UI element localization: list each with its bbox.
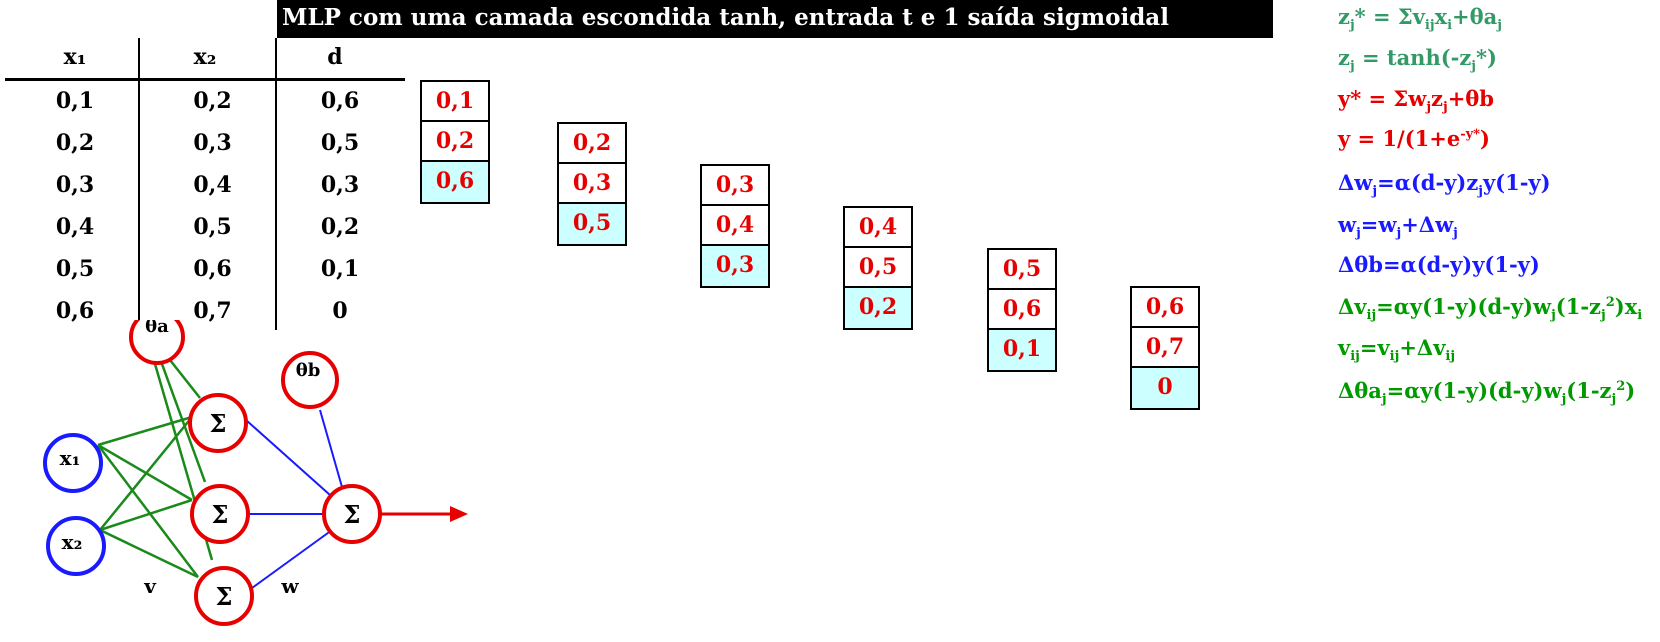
input-label-x1: x₁ — [60, 446, 81, 470]
hidden-neuron-1: Σ — [188, 393, 248, 453]
table-cell: 0,3 — [55, 172, 95, 198]
formula-delta-theta-a: Δθaj=αy(1-y)(d-y)wj(1-zj2) — [1338, 378, 1636, 408]
table-cell: 0,6 — [55, 298, 95, 324]
sliding-window-3: 0,3 0,4 0,3 — [700, 164, 770, 288]
table-col-divider-1 — [138, 38, 140, 330]
v-weights-label: v — [143, 574, 157, 598]
table-cell: 0,6 — [320, 88, 360, 114]
bias-label-theta-b: θb — [296, 360, 321, 381]
window-input-cell: 0,6 — [1132, 288, 1198, 328]
table-row: 0,1 0,2 0,6 — [5, 80, 405, 122]
w-edges — [245, 409, 343, 589]
formula-y: y = 1/(1+e-y*) — [1338, 126, 1490, 151]
table-cell: 0,5 — [320, 130, 360, 156]
table-row: 0,3 0,4 0,3 — [5, 164, 405, 206]
table-row: 0,2 0,3 0,5 — [5, 122, 405, 164]
window-target-cell: 0,5 — [559, 204, 625, 244]
table-cell: 0,6 — [193, 256, 232, 282]
table-cell: 0,1 — [320, 256, 360, 282]
input-neuron-x2: x₂ — [46, 516, 106, 576]
window-input-cell: 0,7 — [1132, 328, 1198, 368]
sliding-window-1: 0,1 0,2 0,6 — [420, 80, 490, 204]
table-cell: 0,1 — [55, 88, 95, 114]
table-row: 0,5 0,6 0,1 — [5, 248, 405, 290]
hidden-neuron-3: Σ — [194, 566, 254, 626]
table-col-divider-2 — [275, 38, 277, 330]
table-cell: 0,2 — [55, 130, 95, 156]
output-arrow-head — [450, 506, 468, 522]
hidden-neuron-2: Σ — [190, 484, 250, 544]
table-cell: 0,3 — [320, 172, 360, 198]
hidden-sum-symbol: Σ — [216, 582, 233, 611]
window-target-cell: 0,1 — [989, 330, 1055, 370]
sliding-window-2: 0,2 0,3 0,5 — [557, 122, 627, 246]
table-cell: 0,2 — [193, 88, 232, 114]
formula-delta-theta-b: Δθb=α(d-y)y(1-y) — [1338, 252, 1540, 277]
bias-neuron-theta-b: θb — [281, 351, 339, 409]
table-header-x1: x₁ — [63, 44, 87, 70]
table-cell: 0,4 — [55, 214, 95, 240]
table-header-divider — [5, 78, 405, 81]
output-neuron: Σ — [322, 484, 382, 544]
window-input-cell: 0,2 — [422, 122, 488, 162]
window-input-cell: 0,5 — [845, 248, 911, 288]
table-cell: 0,3 — [193, 130, 232, 156]
table-cell: 0 — [332, 298, 348, 324]
window-input-cell: 0,3 — [702, 166, 768, 206]
window-input-cell: 0,4 — [845, 208, 911, 248]
table-body: 0,1 0,2 0,6 0,2 0,3 0,5 0,3 0,4 0,3 0,4 … — [5, 80, 405, 332]
table-cell: 0,2 — [320, 214, 360, 240]
formula-z-star: zj* = Σvijxi+θaj — [1338, 4, 1502, 34]
v-edges — [97, 359, 214, 579]
window-input-cell: 0,1 — [422, 82, 488, 122]
table-cell: 0,5 — [55, 256, 95, 282]
formula-y-star: y* = Σwjzj+θb — [1338, 86, 1494, 116]
formula-delta-w: Δwj=α(d-y)zjy(1-y) — [1338, 170, 1551, 200]
window-input-cell: 0,5 — [989, 250, 1055, 290]
input-neuron-x1: x₁ — [43, 433, 103, 493]
table-cell: 0,7 — [193, 298, 232, 324]
window-target-cell: 0,6 — [422, 162, 488, 202]
window-input-cell: 0,4 — [702, 206, 768, 246]
w-weights-label: w — [280, 574, 299, 598]
hidden-sum-symbol: Σ — [210, 409, 227, 438]
mlp-network-diagram: θa θb x₁ x₂ Σ Σ Σ Σ v w — [43, 320, 468, 626]
sliding-window-4: 0,4 0,5 0,2 — [843, 206, 913, 330]
formula-v-update: vij=vij+Δvij — [1338, 335, 1456, 365]
sliding-window-6: 0,6 0,7 0 — [1130, 286, 1200, 410]
bias-label-theta-a: θa — [145, 320, 169, 337]
window-target-cell: 0,2 — [845, 288, 911, 328]
table-row: 0,6 0,7 0 — [5, 290, 405, 332]
window-input-cell: 0,3 — [559, 164, 625, 204]
window-target-cell: 0 — [1132, 368, 1198, 408]
table-header-x2: x₂ — [193, 44, 217, 70]
sliding-window-5: 0,5 0,6 0,1 — [987, 248, 1057, 372]
input-label-x2: x₂ — [62, 530, 83, 554]
output-sum-symbol: Σ — [344, 500, 361, 529]
table-row: 0,4 0,5 0,2 — [5, 206, 405, 248]
bias-neuron-theta-a: θa — [129, 320, 185, 365]
table-cell: 0,5 — [193, 214, 232, 240]
table-header-d: d — [327, 44, 343, 70]
formula-w-update: wj=wj+Δwj — [1338, 212, 1458, 242]
hidden-sum-symbol: Σ — [212, 500, 229, 529]
table-cell: 0,4 — [193, 172, 232, 198]
formula-delta-v: Δvij=αy(1-y)(d-y)wj(1-zj2)xi — [1338, 294, 1643, 324]
page-title: MLP com uma camada escondida tanh, entra… — [277, 0, 1273, 38]
window-input-cell: 0,2 — [559, 124, 625, 164]
window-input-cell: 0,6 — [989, 290, 1055, 330]
window-target-cell: 0,3 — [702, 246, 768, 286]
formula-z: zj = tanh(-zj*) — [1338, 45, 1497, 75]
